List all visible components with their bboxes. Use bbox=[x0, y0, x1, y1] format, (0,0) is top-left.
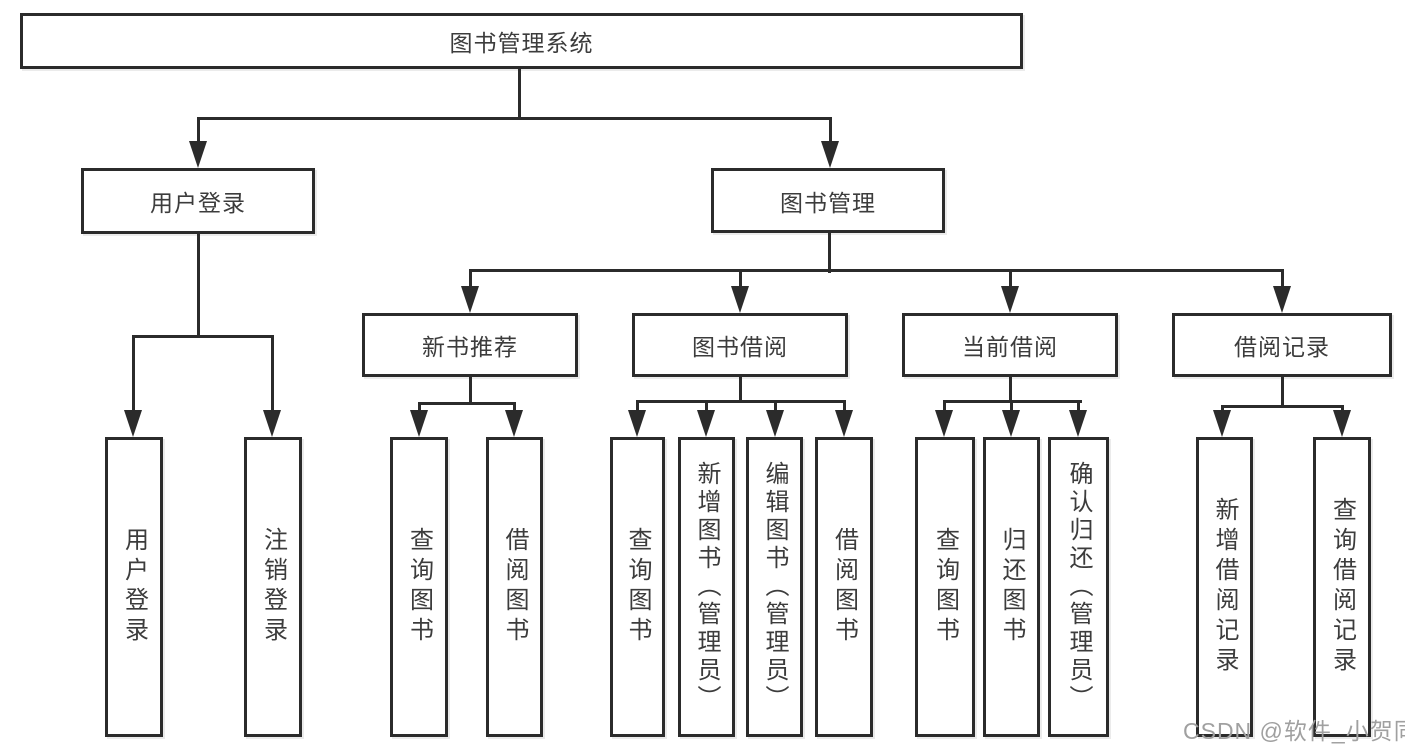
arrowhead-down-icon bbox=[697, 410, 715, 437]
arrowhead-down-icon bbox=[124, 410, 142, 437]
connector-line bbox=[197, 234, 200, 338]
node-borrowing-records: 借阅记录 bbox=[1172, 313, 1392, 377]
arrowhead-down-icon bbox=[1213, 410, 1231, 437]
arrowhead-down-icon bbox=[410, 410, 428, 437]
connector-line bbox=[469, 269, 1283, 272]
arrowhead-down-icon bbox=[935, 410, 953, 437]
arrowhead-down-icon bbox=[1333, 410, 1351, 437]
connector-line bbox=[1281, 377, 1284, 408]
arrowhead-down-icon bbox=[189, 141, 207, 168]
leaf-add-borrow-record: 新增借阅记录 bbox=[1196, 437, 1253, 737]
arrowhead-down-icon bbox=[1001, 286, 1019, 313]
arrowhead-down-icon bbox=[1002, 410, 1020, 437]
leaf-logout: 注销登录 bbox=[244, 437, 302, 737]
arrowhead-down-icon bbox=[628, 410, 646, 437]
connector-line bbox=[828, 233, 831, 273]
leaf-query-book-borrowing: 查询图书 bbox=[610, 437, 665, 737]
connector-line bbox=[132, 335, 135, 413]
connector-line bbox=[132, 335, 274, 338]
connector-line bbox=[739, 269, 742, 291]
connector-line bbox=[1010, 400, 1013, 414]
leaf-borrow-book-recommend: 借阅图书 bbox=[486, 437, 543, 737]
connector-line bbox=[418, 402, 516, 405]
connector-line bbox=[197, 117, 832, 120]
node-user-login-label: 用户登录 bbox=[150, 190, 246, 216]
node-new-book-recommendation-label: 新书推荐 bbox=[422, 334, 518, 360]
node-root-label: 图书管理系统 bbox=[449, 30, 594, 56]
arrowhead-down-icon bbox=[505, 410, 523, 437]
csdn-watermark: CSDN @软件_小贺同学 bbox=[1183, 718, 1405, 744]
arrowhead-down-icon bbox=[1069, 410, 1087, 437]
connector-line bbox=[1009, 269, 1012, 291]
leaf-user-login: 用户登录 bbox=[105, 437, 163, 737]
node-user-login: 用户登录 bbox=[81, 168, 315, 234]
arrowhead-down-icon bbox=[821, 141, 839, 168]
node-book-management: 图书管理 bbox=[711, 168, 945, 233]
connector-line bbox=[636, 400, 639, 414]
connector-line bbox=[1281, 269, 1284, 291]
node-root: 图书管理系统 bbox=[20, 13, 1023, 69]
node-current-borrowing: 当前借阅 bbox=[902, 313, 1118, 377]
arrowhead-down-icon bbox=[766, 410, 784, 437]
arrowhead-down-icon bbox=[1273, 286, 1291, 313]
node-borrowing-records-label: 借阅记录 bbox=[1234, 334, 1330, 360]
node-book-borrowing-label: 图书借阅 bbox=[692, 334, 788, 360]
leaf-query-book-recommend: 查询图书 bbox=[390, 437, 448, 737]
connector-line bbox=[271, 335, 274, 413]
leaf-edit-book-admin: 编辑图书（管理员） bbox=[746, 437, 803, 737]
leaf-confirm-return-admin: 确认归还（管理员） bbox=[1048, 437, 1109, 737]
connector-line bbox=[943, 400, 946, 414]
leaf-query-book-current: 查询图书 bbox=[915, 437, 975, 737]
connector-line bbox=[418, 402, 421, 416]
leaf-return-book: 归还图书 bbox=[983, 437, 1040, 737]
node-book-borrowing: 图书借阅 bbox=[632, 313, 848, 377]
connector-line bbox=[469, 377, 472, 405]
node-book-management-label: 图书管理 bbox=[780, 189, 876, 216]
connector-line bbox=[636, 400, 846, 403]
connector-line bbox=[1009, 377, 1012, 403]
connector-line bbox=[705, 400, 708, 414]
node-new-book-recommendation: 新书推荐 bbox=[362, 313, 578, 377]
connector-line bbox=[843, 400, 846, 414]
arrowhead-down-icon bbox=[731, 286, 749, 313]
connector-line bbox=[197, 117, 200, 147]
leaf-borrow-book: 借阅图书 bbox=[815, 437, 873, 737]
arrowhead-down-icon bbox=[835, 410, 853, 437]
leaf-add-book-admin: 新增图书（管理员） bbox=[678, 437, 735, 737]
leaf-query-borrow-record: 查询借阅记录 bbox=[1313, 437, 1371, 737]
connector-line bbox=[469, 269, 472, 291]
connector-line bbox=[518, 69, 521, 119]
connector-line bbox=[739, 377, 742, 403]
connector-line bbox=[774, 400, 777, 414]
node-current-borrowing-label: 当前借阅 bbox=[962, 334, 1058, 360]
arrowhead-down-icon bbox=[461, 286, 479, 313]
connector-line bbox=[1221, 405, 1344, 408]
connector-line bbox=[1077, 400, 1080, 414]
connector-line bbox=[829, 117, 832, 147]
connector-line bbox=[513, 402, 516, 416]
arrowhead-down-icon bbox=[263, 410, 281, 437]
